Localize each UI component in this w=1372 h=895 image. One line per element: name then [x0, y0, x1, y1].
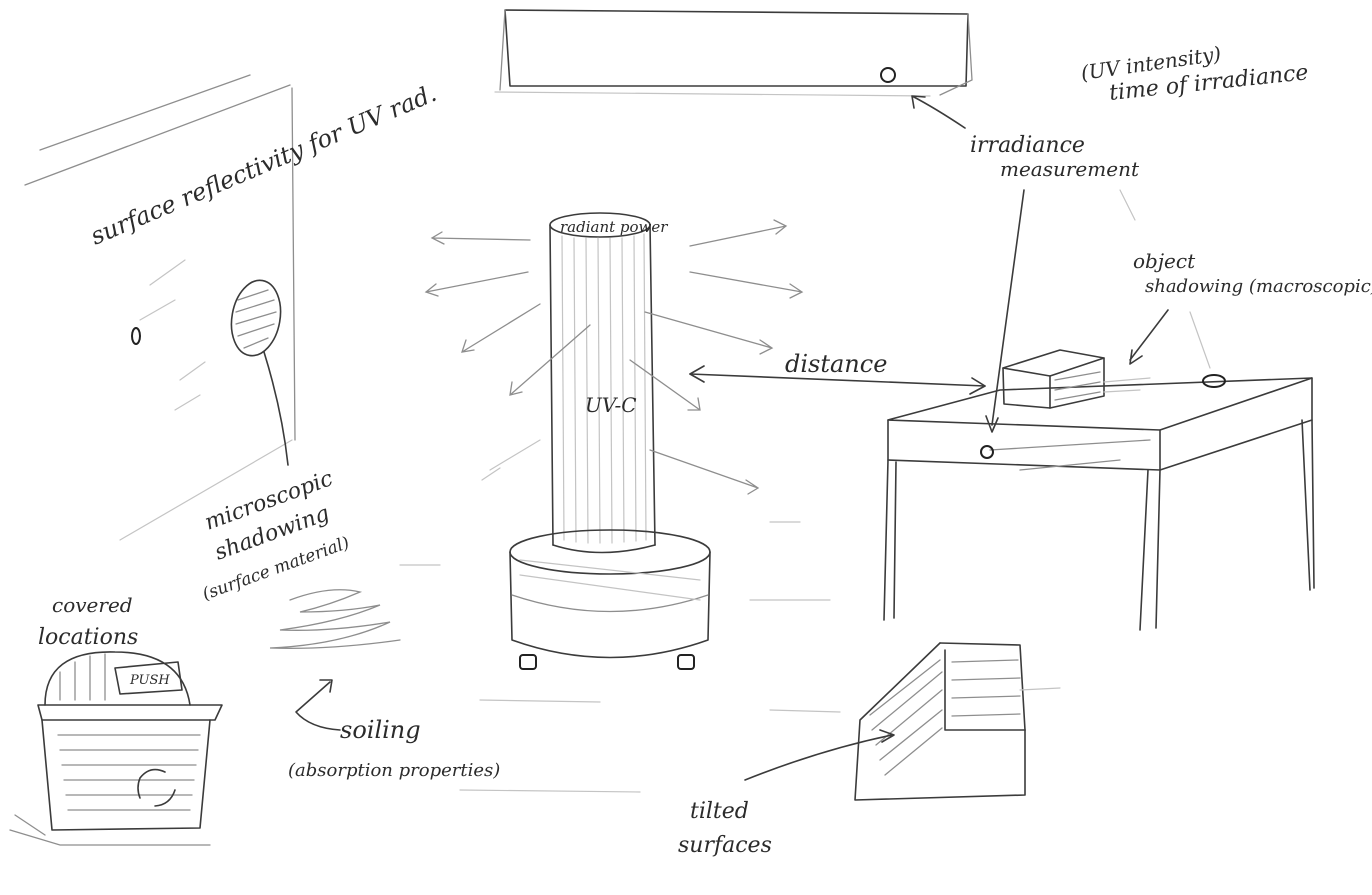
uvc-label: UV-C	[585, 393, 637, 417]
radiant-power-label: radiant power	[560, 218, 668, 236]
locations-label: locations	[38, 625, 138, 650]
object-label: object	[1133, 249, 1196, 273]
uv-c-lamp	[509, 212, 711, 670]
measurement-label: measurement	[1000, 157, 1140, 181]
soiling-patch	[269, 589, 401, 731]
trash-bin	[9, 651, 223, 846]
surface-reflectivity-label: surface reflectivity for UV rad.	[86, 79, 440, 250]
floor-lines	[399, 521, 1061, 793]
tilted-surfaces	[744, 642, 1026, 801]
table	[883, 374, 1315, 631]
shadowing-macroscopic-label: shadowing (macroscopic)	[1145, 276, 1372, 297]
uv-radiation-arrows	[424, 219, 804, 495]
surfaces-label: surfaces	[678, 833, 772, 858]
object-box	[1002, 349, 1151, 409]
distance-arrow[interactable]	[689, 365, 986, 395]
irradiance-label: irradiance	[970, 133, 1085, 158]
ceiling-sensor-bar	[494, 9, 973, 97]
object-shadowing-pointer	[1129, 309, 1211, 369]
soiling-label: soiling	[340, 716, 421, 744]
push-label: PUSH	[129, 673, 170, 688]
irradiance-pointers	[911, 95, 1136, 433]
microscopic-shadowing-spot	[230, 279, 289, 466]
tilted-label: tilted	[690, 799, 749, 824]
covered-label: covered	[52, 593, 133, 617]
left-wall	[24, 74, 296, 541]
distance-label: distance	[785, 350, 887, 378]
absorption-properties-label: (absorption properties)	[288, 760, 500, 781]
